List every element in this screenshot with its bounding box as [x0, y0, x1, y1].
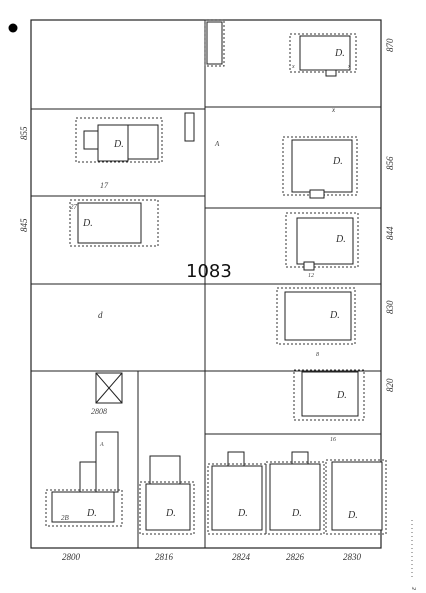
label-d-2824: D.: [237, 508, 248, 519]
mark-x-870b: x: [347, 64, 351, 70]
shed-top-dash: [204, 19, 225, 67]
mark-820: 16: [330, 437, 336, 443]
dwelling-820: D. 16: [293, 369, 365, 443]
dwelling-856: D.: [282, 136, 358, 199]
address-left-845: 845: [19, 218, 29, 232]
label-2b: 2B: [61, 514, 70, 522]
label-d-830: D.: [329, 310, 340, 321]
mark-small-870: x: [331, 106, 336, 114]
mark-845: 27: [70, 203, 78, 211]
dwelling-844: D. 12: [285, 212, 359, 279]
label-d-2830: D.: [347, 510, 358, 521]
label-d-2800: D.: [86, 508, 97, 519]
address-left-855: 855: [19, 126, 29, 140]
address-right-870: 870: [385, 38, 395, 52]
address-right-820: 820: [385, 378, 395, 392]
address-right-856: 856: [385, 156, 395, 170]
address-bottom-2824: 2824: [232, 552, 251, 562]
shed-855: [184, 112, 195, 142]
label-d-870: D.: [334, 48, 345, 59]
label-d-855: D.: [113, 139, 124, 150]
label-d-845: D.: [82, 218, 93, 229]
corner-dot: [8, 23, 18, 33]
address-bottom-2826: 2826: [286, 552, 305, 562]
dwelling-845: D. 27: [69, 199, 159, 247]
label-d-2826: D.: [291, 508, 302, 519]
mark-left-lot: d: [98, 310, 103, 320]
address-right-844: 844: [385, 226, 395, 240]
mark-2800-a: A: [99, 442, 104, 448]
label-d-844: D.: [335, 234, 346, 245]
shed-top: [206, 21, 223, 65]
address-bottom-2816: 2816: [155, 552, 174, 562]
dwelling-855: D. 17: [75, 117, 163, 190]
dwelling-2800: D. 2B A: [45, 431, 123, 527]
mark-830: 8: [316, 352, 319, 358]
block-number: 1083: [186, 261, 232, 282]
margin-mark: ε: [409, 586, 418, 590]
mark-x-870a: x: [291, 64, 295, 70]
corner-label: 2808: [91, 407, 107, 416]
label-d-2816: D.: [165, 508, 176, 519]
dwelling-2830: D.: [325, 459, 387, 535]
mark-844: 12: [308, 273, 314, 279]
dwelling-870: D. x x: [289, 33, 357, 77]
address-bottom-2800: 2800: [62, 552, 81, 562]
label-d-856: D.: [332, 156, 343, 167]
label-d-820: D.: [336, 390, 347, 401]
mark-856-lot: A: [214, 140, 220, 148]
dwelling-830: D. 8: [276, 287, 356, 358]
dwelling-2816: D.: [139, 455, 195, 535]
address-right-830: 830: [385, 300, 395, 314]
dwelling-2824: D.: [207, 451, 267, 535]
address-bottom-2830: 2830: [343, 552, 362, 562]
mark-855: 17: [100, 181, 109, 190]
dwelling-2826: D.: [265, 451, 325, 535]
vacant-crossed-box: [95, 372, 123, 404]
